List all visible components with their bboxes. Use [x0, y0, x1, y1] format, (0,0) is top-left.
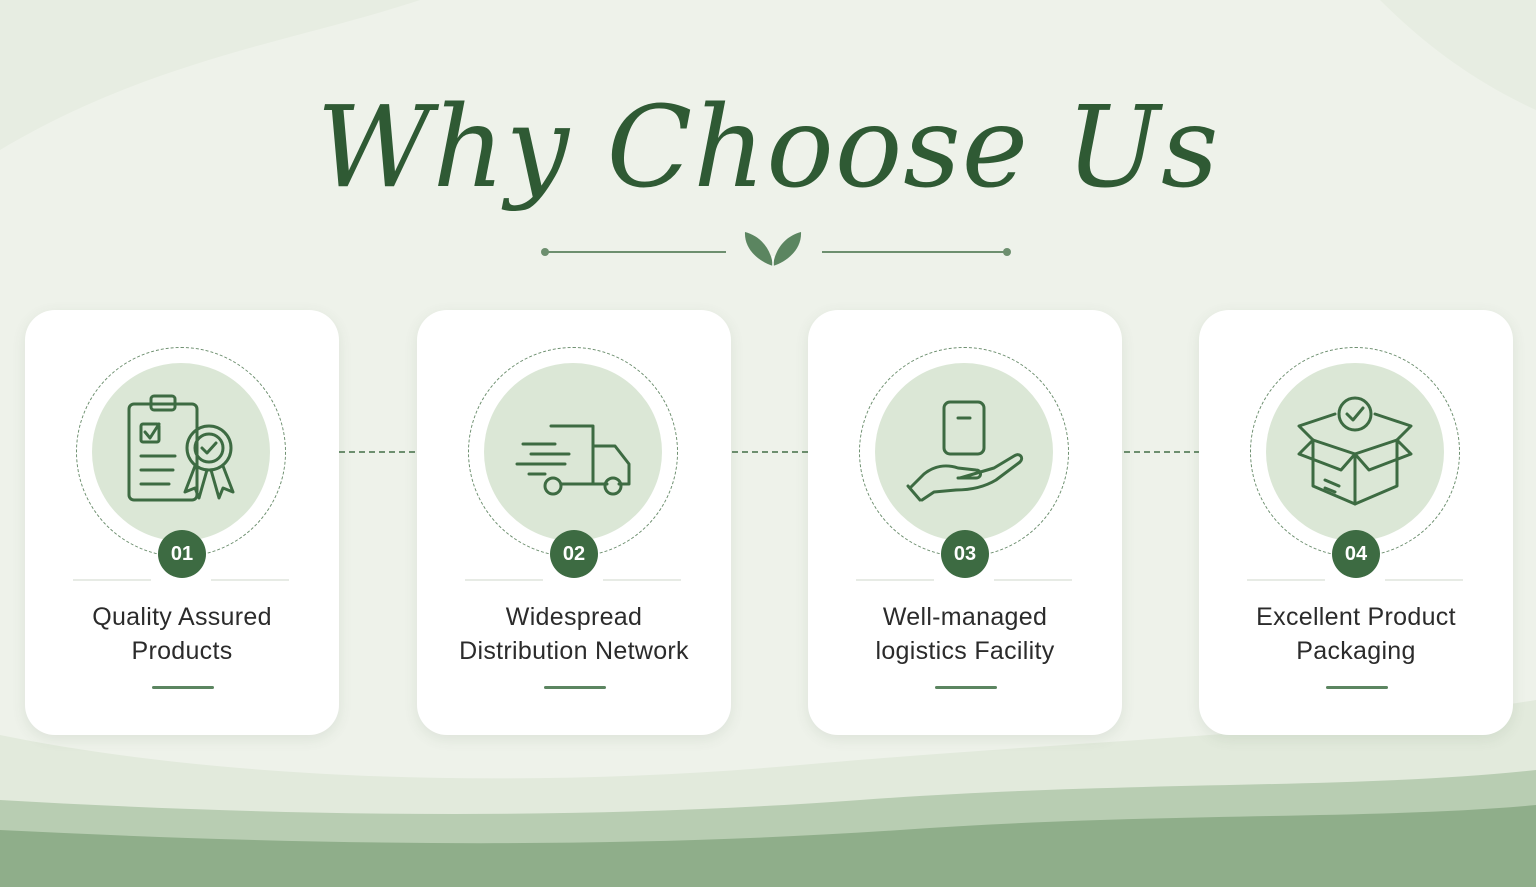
feature-label: Excellent Product Packaging: [1256, 603, 1456, 665]
card-line-left: [856, 579, 934, 581]
feature-card-logistics: 03 Well-managed logistics Facility: [808, 310, 1122, 735]
clipboard-award-icon: [127, 394, 235, 502]
step-badge: 01: [158, 530, 206, 578]
feature-card-packaging: 04 Excellent Product Packaging: [1199, 310, 1513, 735]
card-line-right: [1385, 579, 1463, 581]
page-title: Why Choose Us: [316, 83, 1220, 213]
step-badge: 02: [550, 530, 598, 578]
feature-card-quality: 01 Quality Assured Products: [25, 310, 339, 735]
card-line-left: [73, 579, 151, 581]
feature-card-distribution: 02 Widespread Distribution Network: [417, 310, 731, 735]
feature-underline: [935, 686, 997, 689]
feature-underline: [1326, 686, 1388, 689]
delivery-truck-icon: [515, 424, 631, 496]
feature-label: Quality Assured Products: [92, 603, 272, 665]
feature-underline: [152, 686, 214, 689]
step-badge: 03: [941, 530, 989, 578]
icon-circle: [1266, 363, 1444, 541]
card-line-right: [211, 579, 289, 581]
card-line-left: [1247, 579, 1325, 581]
icon-circle: [92, 363, 270, 541]
card-line-right: [994, 579, 1072, 581]
feature-underline: [544, 686, 606, 689]
card-line-right: [603, 579, 681, 581]
title-divider: [541, 232, 1011, 266]
card-line-left: [465, 579, 543, 581]
feature-label: Widespread Distribution Network: [459, 603, 689, 665]
icon-circle: [484, 363, 662, 541]
step-badge: 04: [1332, 530, 1380, 578]
open-box-check-icon: [1297, 396, 1413, 506]
feature-label: Well-managed logistics Facility: [875, 603, 1055, 665]
leaf-icon: [744, 232, 802, 266]
hand-holding-box-icon: [906, 400, 1024, 502]
icon-circle: [875, 363, 1053, 541]
